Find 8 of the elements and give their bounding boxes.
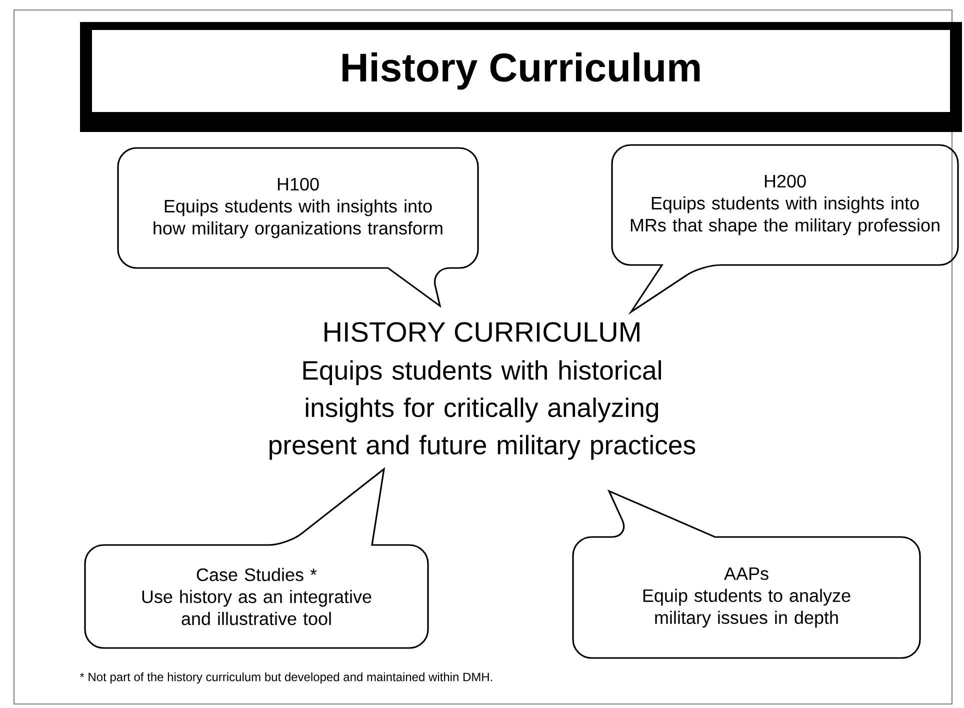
summary-text: Equips students with historical insights for critically analyzing present and future military practices — [270, 360, 696, 460]
speech-bubble: AAPs Equip students to analyze military issues in depth — [572, 490, 921, 659]
footnote: * Not part of the history curriculum but developed and maintained within DMH. — [80, 672, 492, 684]
heading: HISTORY CURRICULUM — [324, 322, 640, 342]
title-banner: History Curriculum — [80, 22, 962, 132]
speech-bubble: H100 Equips students with insights into how military organizations transform — [117, 147, 479, 307]
speech-bubble: Case Studies * Use history as an integrative and illustrative tool — [84, 468, 429, 649]
speech-bubble: H200 Equips students with insights into MRs that shape the military profession — [611, 144, 959, 313]
